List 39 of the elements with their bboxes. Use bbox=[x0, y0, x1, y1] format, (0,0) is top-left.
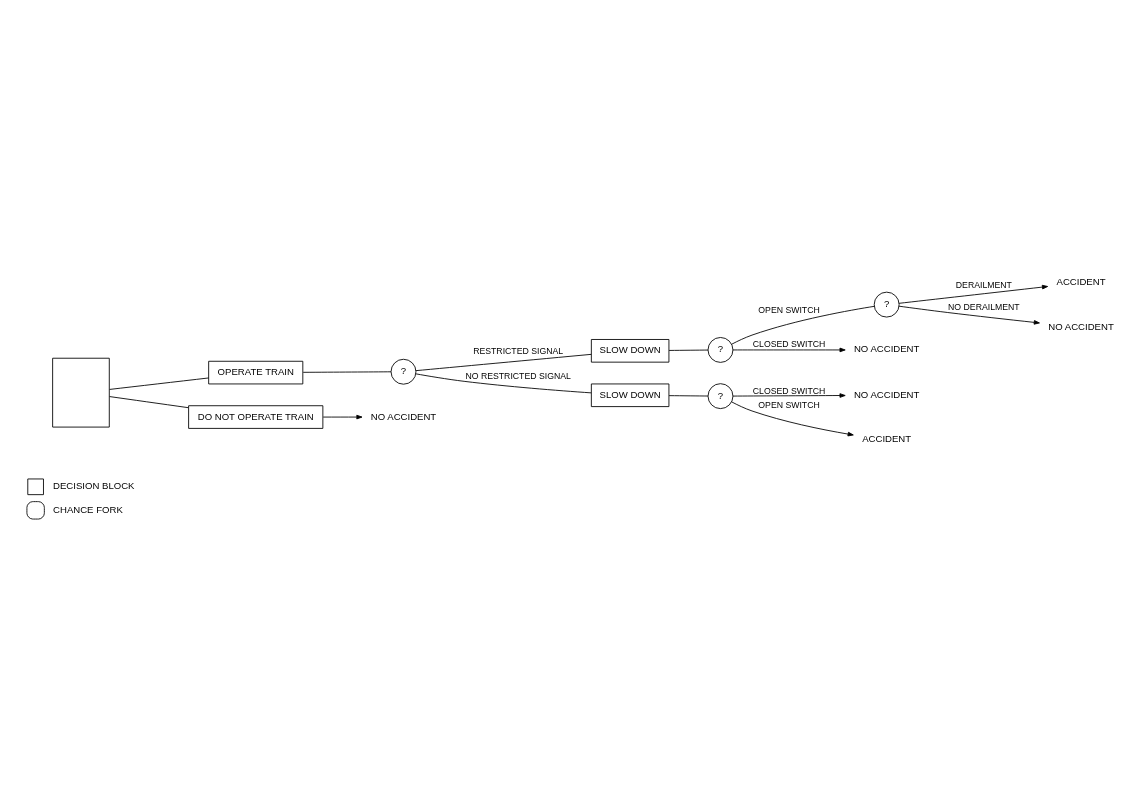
connector bbox=[731, 305, 875, 345]
node-text: ACCIDENT bbox=[862, 433, 912, 445]
node-box: SLOW DOWN bbox=[590, 383, 670, 408]
node-text: NO ACCIDENT bbox=[370, 410, 437, 422]
arrow bbox=[732, 393, 846, 398]
node-circle: ? bbox=[707, 383, 734, 410]
node-text: NO ACCIDENT bbox=[1048, 320, 1114, 332]
node-text: ACCIDENT bbox=[1056, 276, 1106, 288]
edge-label: NO DERAILMENT bbox=[948, 301, 1020, 312]
connector bbox=[668, 349, 709, 351]
node-box: DO NOT OPERATE TRAIN bbox=[188, 405, 324, 429]
connector bbox=[302, 371, 392, 373]
arrow bbox=[898, 284, 1049, 304]
edge-label: OPEN SWITCH bbox=[758, 400, 820, 411]
node-circle: ? bbox=[390, 358, 417, 385]
edge-label: CLOSED SWITCH bbox=[752, 385, 826, 396]
edge-label: RESTRICTED SIGNAL bbox=[473, 346, 564, 357]
node-circle: ? bbox=[873, 291, 900, 318]
edge-label: NO RESTRICTED SIGNAL bbox=[465, 370, 571, 381]
legend-label: DECISION BLOCK bbox=[53, 480, 135, 492]
legend-label: CHANCE FORK bbox=[53, 503, 123, 515]
edge-label: OPEN SWITCH bbox=[758, 305, 820, 316]
arrow bbox=[898, 305, 1040, 325]
node-box: OPERATE TRAIN bbox=[208, 360, 304, 385]
connector bbox=[415, 373, 592, 394]
node-box bbox=[52, 357, 110, 428]
connector bbox=[109, 377, 209, 390]
arrow bbox=[731, 401, 854, 437]
node-circle: ? bbox=[707, 337, 734, 363]
node-box: SLOW DOWN bbox=[590, 339, 670, 363]
arrow bbox=[322, 414, 363, 420]
connector bbox=[668, 395, 709, 397]
edge-label: DERAILMENT bbox=[955, 280, 1012, 291]
connector bbox=[109, 396, 189, 409]
node-text: NO ACCIDENT bbox=[853, 343, 920, 355]
edge-label: CLOSED SWITCH bbox=[752, 339, 826, 350]
node-text: NO ACCIDENT bbox=[853, 388, 920, 400]
connector bbox=[415, 353, 592, 372]
arrow bbox=[732, 347, 846, 353]
